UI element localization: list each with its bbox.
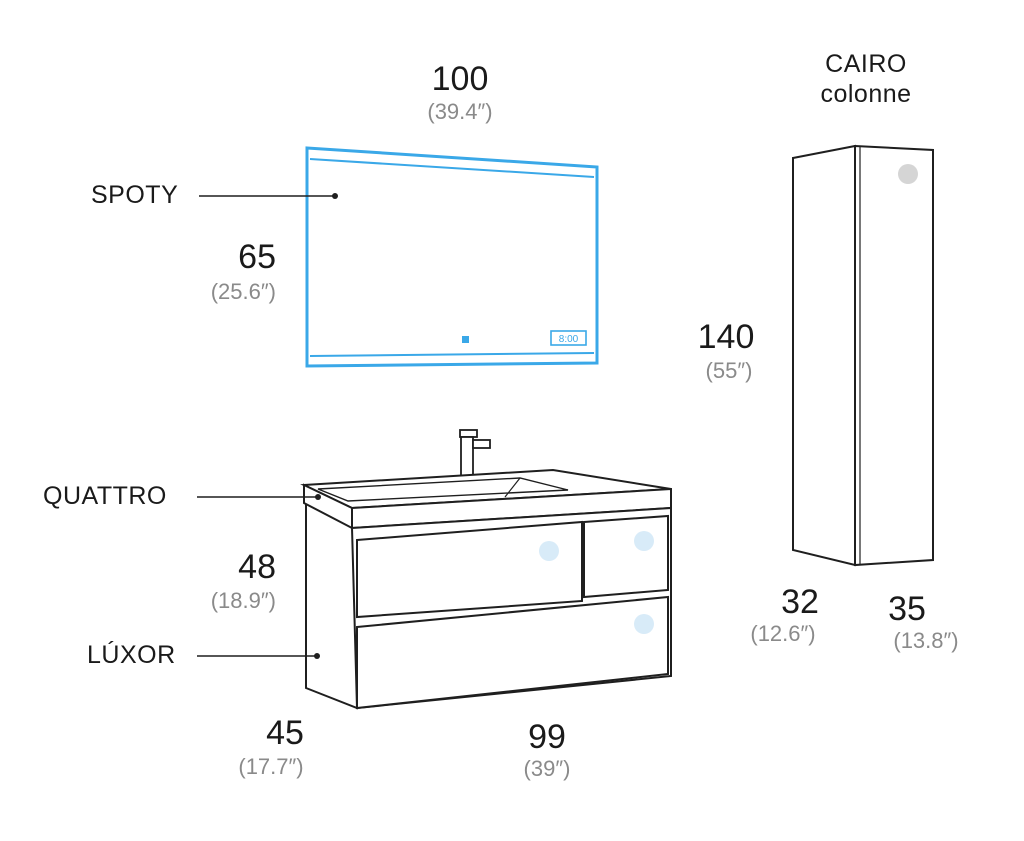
dimension-vanity-width-cm: 99: [528, 718, 566, 756]
drawer-bottom: [356, 595, 669, 710]
label-colonne: colonne: [820, 80, 912, 108]
leader-dot-quattro: [315, 494, 321, 500]
dimension-column-depth-in: (13.8″): [893, 628, 959, 653]
dimension-vanity-depth-cm: 45: [266, 714, 304, 752]
column-side-panel: [792, 144, 856, 567]
mirror-led-bottom: [309, 352, 595, 357]
drawer-top-left: [356, 520, 583, 619]
leader-dot-spoty: [332, 193, 338, 199]
basin-bowl-slope: [504, 477, 521, 498]
mirror-clock-text: 8:00: [559, 334, 579, 345]
label-luxor: LÚXOR: [87, 641, 176, 669]
mirror-led-top: [309, 158, 595, 178]
cabinet-side-panel: [305, 500, 358, 710]
drawer-knob-icon: [539, 541, 559, 561]
column-sensor-icon: [898, 164, 918, 184]
dimension-vanity-width-in: (39″): [523, 756, 571, 781]
mirror-clock-display: [550, 330, 587, 346]
faucet-icon: [459, 429, 491, 480]
dimension-column-width-in: (12.6″): [750, 621, 816, 646]
dimension-vanity-height-cm: 48: [238, 548, 276, 586]
label-cairo: CAIRO: [825, 50, 907, 78]
drawer-knob-icon: [634, 614, 654, 634]
dimension-column-depth-cm: 35: [888, 590, 926, 628]
mirror-frame: [305, 146, 599, 368]
dimension-mirror-width-cm: 100: [431, 60, 489, 98]
dimension-mirror-height-in: (25.6″): [210, 279, 276, 304]
mirror-spoty: 8:00: [305, 146, 599, 368]
drawer-knob-icon: [634, 531, 654, 551]
basin-bowl: [317, 477, 569, 502]
vanity-unit: [300, 429, 672, 710]
dimension-mirror-width-in: (39.4″): [427, 99, 493, 124]
dimension-mirror-height-cm: 65: [238, 238, 276, 276]
column-cairo: [792, 144, 934, 567]
dimension-vanity-height-in: (18.9″): [210, 588, 276, 613]
label-spoty: SPOTY: [91, 181, 179, 209]
dimension-column-height-in: (55″): [705, 358, 753, 383]
dimension-vanity-depth-in: (17.7″): [238, 754, 304, 779]
leader-lines: [197, 193, 338, 659]
label-quattro: QUATTRO: [43, 482, 167, 510]
column-front-panel: [854, 144, 934, 567]
leader-dot-luxor: [314, 653, 320, 659]
dimension-column-height-cm: 140: [697, 318, 755, 356]
dimension-column-width-cm: 32: [781, 583, 819, 621]
drawer-top-right: [583, 514, 669, 599]
mirror-touch-sensor-icon: [462, 336, 469, 343]
